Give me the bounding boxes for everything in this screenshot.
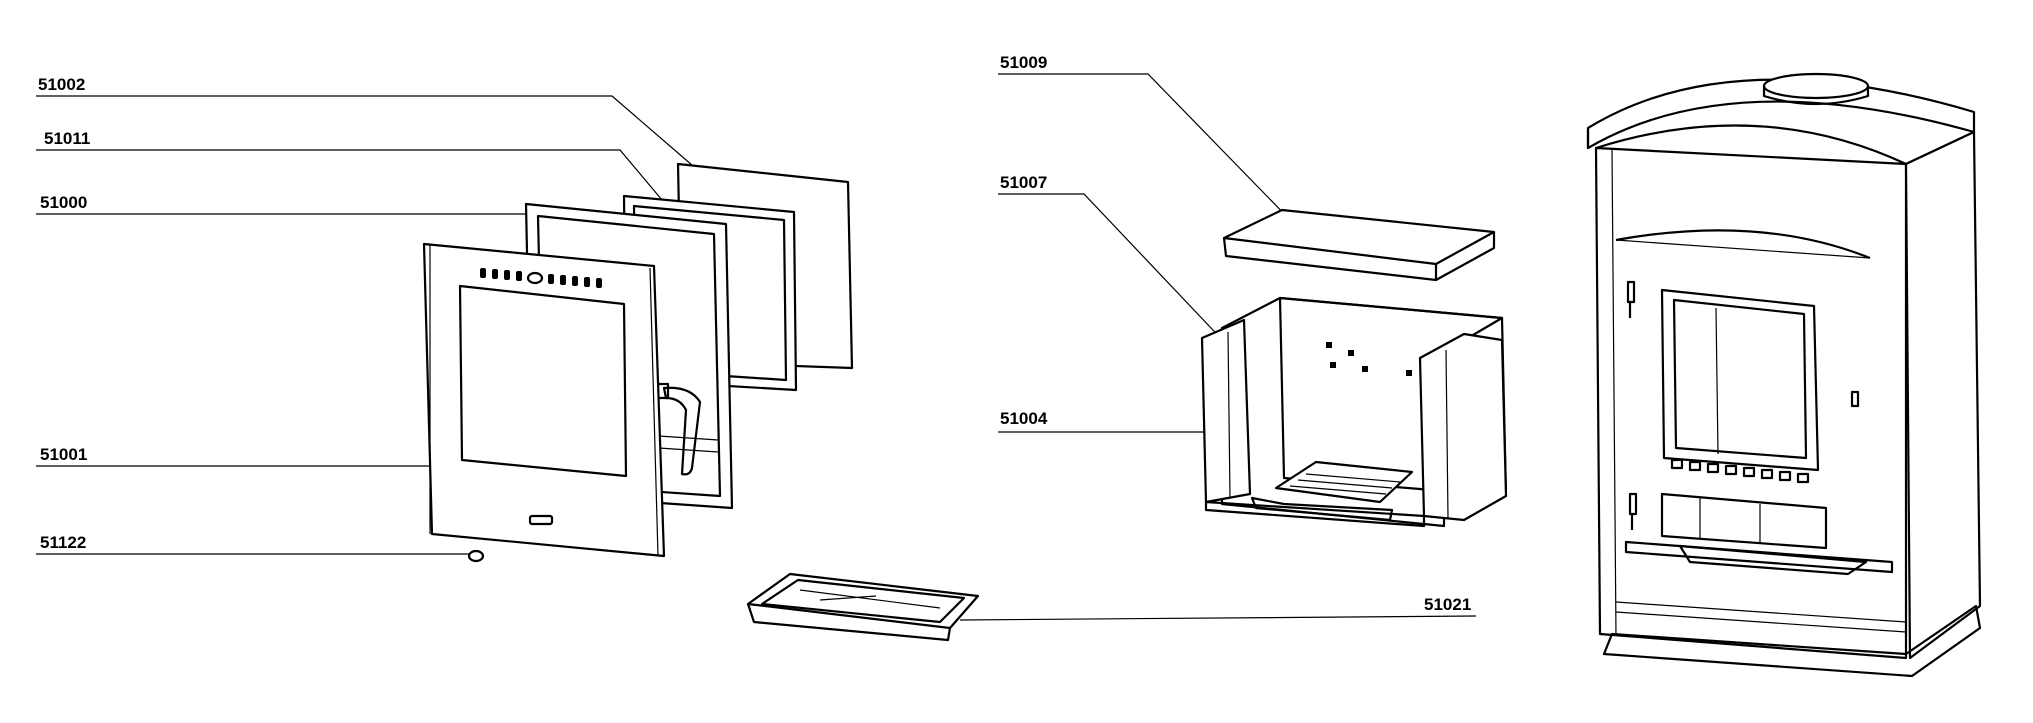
callout-51009: 51009: [998, 53, 1297, 227]
part-label-51011: 51011: [44, 129, 90, 148]
stove-body: [1586, 72, 1982, 678]
grate-51004: [1250, 460, 1414, 522]
part-label-51007: 51007: [1000, 173, 1047, 192]
part-label-51009: 51009: [1000, 53, 1047, 72]
callout-51021: 51021: [959, 595, 1477, 621]
callout-51000: 51000: [36, 193, 569, 227]
firebox-liner-51007: [1200, 296, 1508, 528]
part-label-51021: 51021: [1424, 595, 1471, 614]
callout-51007: 51007: [998, 173, 1231, 349]
part-label-51002: 51002: [38, 75, 85, 94]
callout-51011: 51011: [36, 129, 663, 201]
part-label-51001: 51001: [40, 445, 87, 464]
callout-51122: 51122: [36, 533, 478, 555]
part-label-51000: 51000: [40, 193, 87, 212]
part-label-51122: 51122: [40, 533, 86, 552]
part-label-51004: 51004: [1000, 409, 1048, 428]
front-door-frame: [422, 242, 666, 558]
ash-tray-51021: [746, 572, 980, 642]
door-handle: [662, 386, 702, 476]
knob-51122: [467, 549, 485, 563]
baffle-plate-51009: [1222, 208, 1496, 282]
callout-51002: 51002: [36, 75, 701, 173]
